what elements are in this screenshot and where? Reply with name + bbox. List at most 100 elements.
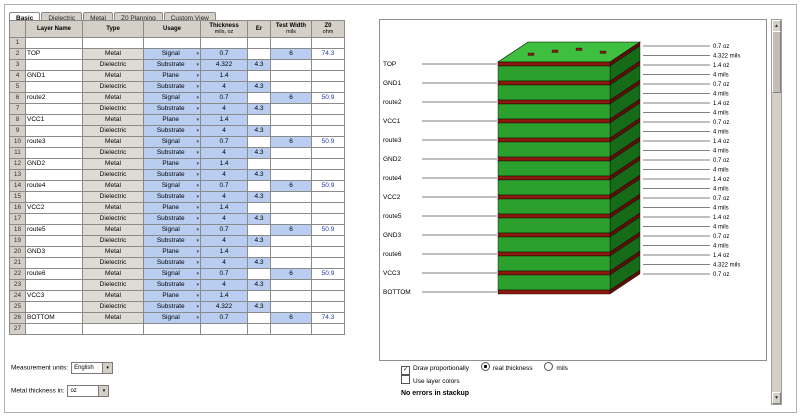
er-cell[interactable]: 4.3 [247,81,271,93]
thickness-cell[interactable]: 4.322 [200,301,248,313]
test-width-cell[interactable]: 6 [270,312,312,324]
vertical-scrollbar[interactable]: ▲ ▼ [771,19,782,405]
thickness-cell[interactable]: 0.7 [200,92,248,104]
layer-usage-cell[interactable]: Plane▾ [143,290,201,302]
thickness-cell[interactable]: 1.4 [200,114,248,126]
real-thickness-radio[interactable] [480,362,490,371]
thickness-cell[interactable]: 4 [200,235,248,247]
er-cell[interactable]: 4.3 [247,235,271,247]
dim-value: 1.4 oz [713,63,729,69]
layer-name-cell[interactable]: GND2 [25,158,83,170]
thickness-cell[interactable]: 0.7 [200,312,248,324]
layer-usage-cell[interactable]: Substrate▾ [143,169,201,181]
thickness-cell[interactable]: 4 [200,169,248,181]
layer-usage-cell[interactable]: Substrate▾ [143,125,201,137]
thickness-cell[interactable]: 4 [200,191,248,203]
er-cell[interactable]: 4.3 [247,147,271,159]
dropdown-arrow-icon: ▾ [196,106,199,112]
layer-usage-cell[interactable]: Substrate▾ [143,235,201,247]
layer-usage-cell[interactable]: Substrate▾ [143,213,201,225]
thickness-cell[interactable]: 1.4 [200,202,248,214]
thickness-cell[interactable]: 0.7 [200,180,248,192]
thickness-cell[interactable]: 0.7 [200,268,248,280]
layer-name-cell[interactable]: route5 [25,224,83,236]
layer-usage-cell[interactable]: Substrate▾ [143,191,201,203]
test-width-cell[interactable]: 6 [270,224,312,236]
stack-layer-front [497,118,611,124]
layer-usage-cell[interactable]: Signal▾ [143,312,201,324]
layer-name-cell[interactable]: BOTTOM [25,312,83,324]
layer-usage-cell[interactable]: Plane▾ [143,70,201,82]
er-cell[interactable]: 4.3 [247,103,271,115]
layer-usage-cell[interactable]: Signal▾ [143,224,201,236]
er-cell[interactable]: 4.3 [247,279,271,291]
layer-name-cell[interactable]: GND1 [25,70,83,82]
er-cell[interactable]: 4.3 [247,125,271,137]
er-cell[interactable]: 4.3 [247,257,271,269]
chevron-down-icon[interactable]: ▾ [98,386,109,396]
layer-name-cell[interactable]: route3 [25,136,83,148]
layer-colors-checkbox[interactable] [401,375,410,384]
num-cell: 25 [9,301,26,313]
er-cell[interactable]: 4.3 [247,169,271,181]
layer-usage-cell[interactable]: Plane▾ [143,202,201,214]
mils-radio[interactable] [544,362,554,371]
er-cell[interactable]: 4.3 [247,213,271,225]
measurement-units-select[interactable]: English▾ [71,362,114,374]
scrollbar-thumb[interactable] [772,31,781,93]
thickness-cell[interactable]: 4 [200,81,248,93]
thickness-cell[interactable]: 0.7 [200,224,248,236]
test-width-cell[interactable]: 6 [270,48,312,60]
layer-usage-cell[interactable]: Signal▾ [143,92,201,104]
er-cell[interactable]: 4.3 [247,191,271,203]
thickness-cell[interactable]: 4.322 [200,59,248,71]
draw-proportionally-checkbox[interactable] [401,366,410,375]
layer-name-cell[interactable]: GND3 [25,246,83,258]
thickness-cell[interactable]: 4 [200,257,248,269]
layer-name-cell[interactable]: VCC2 [25,202,83,214]
layer-usage-cell[interactable]: Substrate▾ [143,257,201,269]
layer-usage-cell[interactable]: Signal▾ [143,136,201,148]
layer-usage-cell[interactable]: Substrate▾ [143,279,201,291]
er-cell [247,246,271,258]
thickness-cell[interactable]: 4 [200,125,248,137]
thickness-cell[interactable]: 1.4 [200,246,248,258]
thickness-cell[interactable]: 1.4 [200,290,248,302]
layer-usage-cell[interactable]: Substrate▾ [143,103,201,115]
layer-name-cell[interactable]: VCC3 [25,290,83,302]
thickness-cell[interactable]: 0.7 [200,136,248,148]
thickness-cell[interactable]: 1.4 [200,158,248,170]
thickness-cell[interactable]: 4 [200,279,248,291]
thickness-cell[interactable]: 4 [200,103,248,115]
layer-usage-cell[interactable]: Signal▾ [143,48,201,60]
thickness-cell[interactable]: 4 [200,147,248,159]
layer-usage-cell[interactable]: Plane▾ [143,246,201,258]
layer-name-cell[interactable]: VCC1 [25,114,83,126]
scroll-down-button[interactable]: ▼ [772,392,781,404]
layer-usage-cell[interactable]: Plane▾ [143,158,201,170]
layer-usage-cell[interactable]: Substrate▾ [143,301,201,313]
test-width-cell[interactable]: 6 [270,136,312,148]
chevron-down-icon[interactable]: ▾ [102,363,113,373]
layer-type-cell: Metal [82,48,144,60]
col-header-usage: Usage [143,20,201,38]
er-cell[interactable]: 4.3 [247,59,271,71]
thickness-cell[interactable]: 1.4 [200,70,248,82]
test-width-cell[interactable]: 6 [270,92,312,104]
layer-usage-cell[interactable]: Substrate▾ [143,81,201,93]
layer-usage-cell[interactable]: Substrate▾ [143,147,201,159]
er-cell[interactable]: 4.3 [247,301,271,313]
layer-name-cell[interactable]: route4 [25,180,83,192]
metal-thickness-units-select[interactable]: oz▾ [67,385,110,397]
thickness-cell[interactable]: 4 [200,213,248,225]
thickness-cell[interactable]: 0.7 [200,48,248,60]
layer-usage-cell[interactable]: Substrate▾ [143,59,201,71]
test-width-cell[interactable]: 6 [270,268,312,280]
layer-usage-cell[interactable]: Signal▾ [143,268,201,280]
layer-name-cell[interactable]: TOP [25,48,83,60]
layer-usage-cell[interactable]: Plane▾ [143,114,201,126]
test-width-cell[interactable]: 6 [270,180,312,192]
layer-usage-cell[interactable]: Signal▾ [143,180,201,192]
layer-name-cell[interactable]: route6 [25,268,83,280]
layer-name-cell[interactable]: route2 [25,92,83,104]
